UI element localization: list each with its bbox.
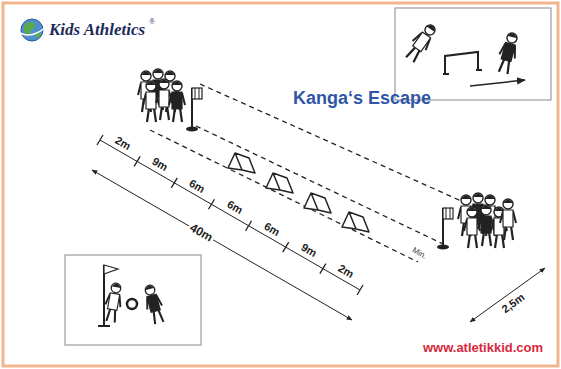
tick bbox=[283, 242, 289, 252]
child-figure bbox=[495, 31, 521, 75]
tick bbox=[208, 199, 214, 209]
child-figure bbox=[500, 199, 516, 240]
tick bbox=[246, 221, 252, 231]
trademark-sign: ® bbox=[149, 18, 155, 27]
tent-hurdle bbox=[304, 193, 331, 213]
child-figure bbox=[403, 21, 440, 64]
figures bbox=[97, 21, 521, 325]
dimension-lines bbox=[92, 140, 545, 322]
child-figure bbox=[141, 283, 166, 325]
tick bbox=[97, 135, 103, 145]
child-figure bbox=[169, 81, 185, 122]
ring-handover-inset bbox=[65, 255, 201, 345]
globe-logo bbox=[20, 19, 46, 41]
tick bbox=[171, 178, 177, 188]
child-figure bbox=[103, 282, 125, 323]
distance-label: 9m bbox=[297, 240, 320, 260]
hurdle-jump-inset bbox=[395, 8, 551, 100]
distance-label: 6m bbox=[223, 197, 246, 217]
tent-hurdle bbox=[266, 173, 293, 193]
tick bbox=[357, 285, 363, 295]
tick bbox=[320, 264, 326, 274]
inset-children bbox=[403, 21, 521, 75]
card-border bbox=[3, 3, 558, 366]
distance-label: 9m bbox=[149, 154, 172, 174]
distance-label: 6m bbox=[186, 176, 209, 196]
start-flag bbox=[186, 88, 202, 132]
tent-hurdle bbox=[228, 153, 255, 173]
minimum-note: Min. bbox=[409, 245, 430, 262]
total-length: 40m bbox=[186, 220, 217, 245]
inset-children bbox=[103, 282, 167, 325]
website-url: www.atletikkid.com bbox=[423, 341, 543, 355]
waiting-team bbox=[458, 193, 516, 248]
tick bbox=[134, 156, 140, 166]
brand-name: Kids Athletics bbox=[49, 21, 145, 40]
course-width: 2,5m bbox=[498, 290, 529, 317]
distance-label: 2m bbox=[111, 133, 134, 153]
dimension-ticks bbox=[97, 135, 363, 295]
distance-label: 2m bbox=[334, 261, 357, 281]
game-title: Kanga‘s Escape bbox=[293, 89, 431, 109]
tent-hurdles bbox=[228, 153, 369, 232]
tent-hurdle bbox=[342, 212, 369, 232]
finish-flag bbox=[437, 208, 453, 250]
distance-label: 6m bbox=[260, 218, 283, 238]
course-lines bbox=[150, 84, 468, 262]
waiting-team bbox=[138, 69, 185, 122]
